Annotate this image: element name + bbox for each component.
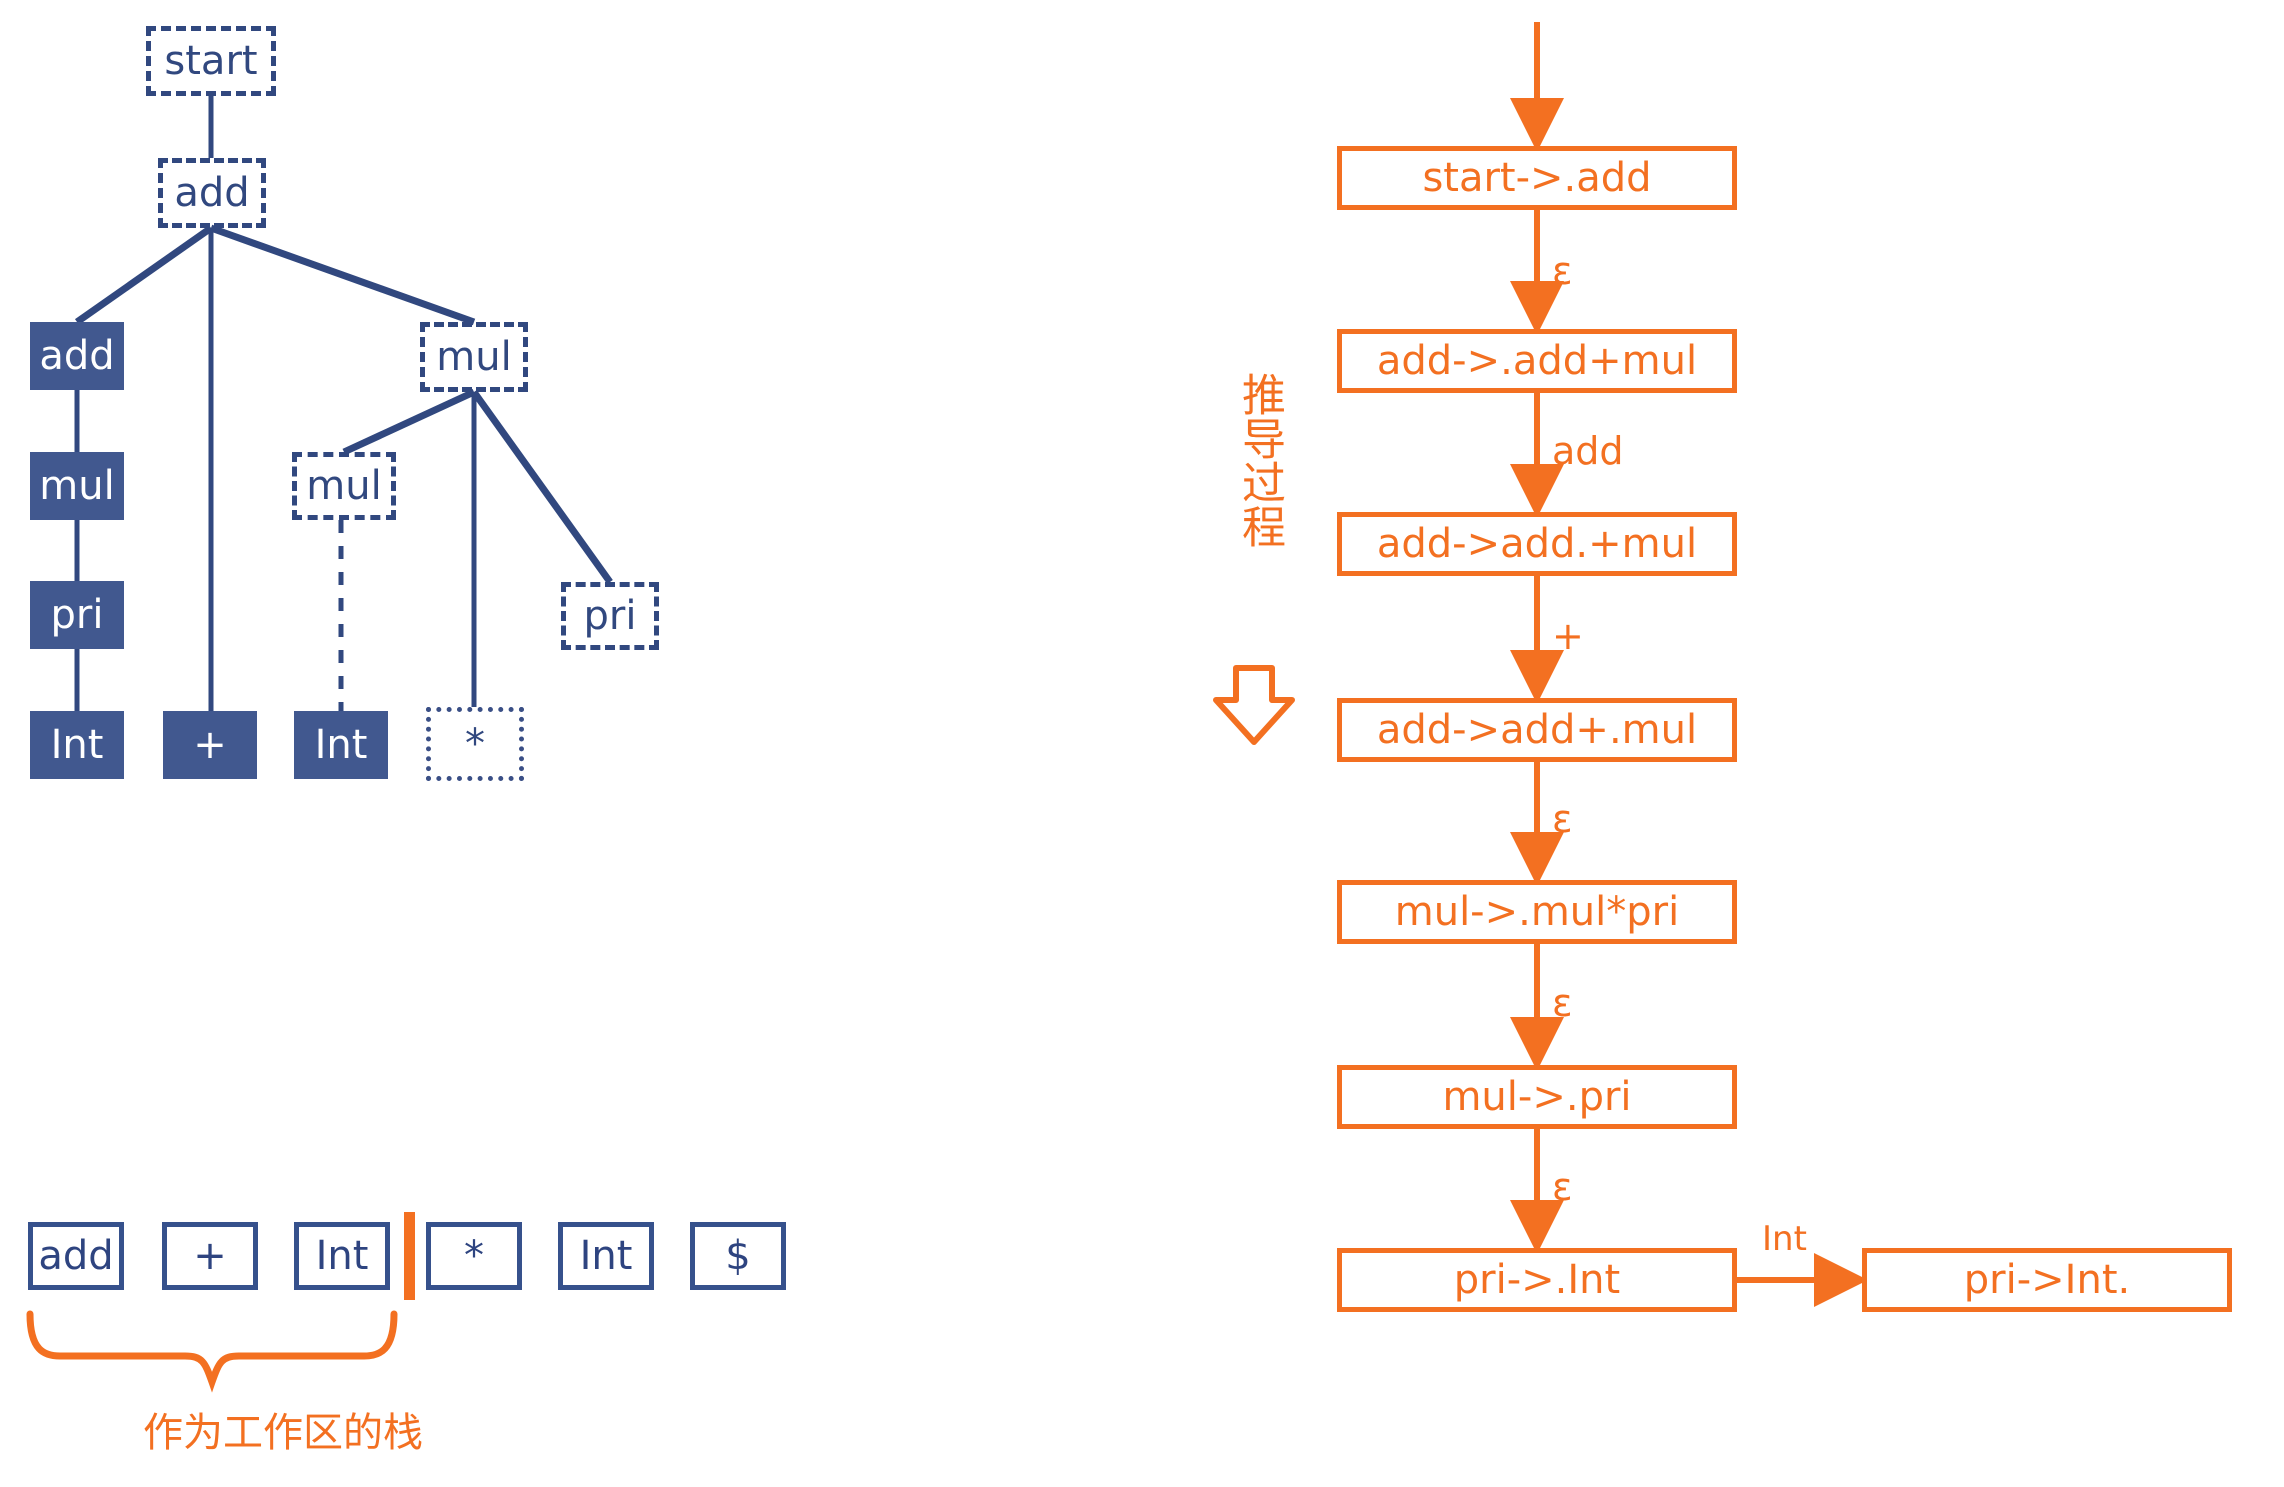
derivation-box-6[interactable]: mul->.pri (1337, 1065, 1737, 1129)
tree-node-pri-right[interactable]: pri (561, 582, 659, 650)
down-arrow-icon (1213, 665, 1295, 745)
tree-node-start[interactable]: start (146, 26, 276, 96)
stack-cell-2[interactable]: Int (294, 1222, 390, 1290)
flow-edge-label-3: + (1552, 614, 1584, 658)
edge-add-mulr (209, 224, 476, 326)
stack-cell-0[interactable]: add (28, 1222, 124, 1290)
tree-node-label: * (465, 721, 485, 767)
edge-mulr-mulrr (342, 388, 476, 456)
tree-node-label: Int (314, 722, 368, 768)
tree-node-pri-left[interactable]: pri (30, 581, 124, 649)
tree-node-label: start (164, 38, 258, 84)
tree-node-add-root[interactable]: add (158, 158, 266, 228)
flow-edge-label-4: ε (1552, 797, 1573, 841)
flow-edge-label-6: ε (1552, 1165, 1573, 1209)
stack-cell-4[interactable]: Int (558, 1222, 654, 1290)
stack-cell-label: Int (579, 1233, 633, 1279)
tree-node-label: mul (436, 334, 512, 380)
derivation-box-label: pri->.Int (1453, 1257, 1621, 1303)
derivation-box-7[interactable]: pri->.Int (1337, 1248, 1737, 1312)
flow-edge-label-2: add (1552, 429, 1624, 473)
derivation-box-label: start->.add (1422, 155, 1652, 201)
stack-cursor-divider (404, 1212, 415, 1300)
flow-edge-label-1: ε (1552, 249, 1573, 293)
tree-node-label: add (174, 170, 250, 216)
stack-caption: 作为工作区的栈 (143, 1410, 423, 1456)
derivation-box-4[interactable]: add->add+.mul (1337, 698, 1737, 762)
tree-node-add-left[interactable]: add (30, 322, 124, 390)
tree-node-label: + (193, 722, 227, 768)
edge-mulr-prir (471, 389, 613, 585)
stack-cell-label: $ (725, 1233, 751, 1279)
stack-cell-3[interactable]: * (426, 1222, 522, 1290)
tree-node-label: pri (583, 593, 637, 639)
stack-cell-5[interactable]: $ (690, 1222, 786, 1290)
derivation-box-label: mul->.mul*pri (1394, 889, 1680, 935)
flow-edge-label-7: Int (1762, 1219, 1807, 1259)
tree-node-int-left[interactable]: Int (30, 711, 124, 779)
derivation-box-label: mul->.pri (1442, 1074, 1632, 1120)
derivation-box-label: add->add+.mul (1376, 707, 1698, 753)
derivation-box-label: pri->Int. (1963, 1257, 2131, 1303)
stack-cell-label: * (464, 1233, 484, 1279)
derivation-box-label: add->.add+mul (1376, 338, 1698, 384)
tree-node-plus-leaf[interactable]: + (163, 711, 257, 779)
edge-add-addl (74, 225, 214, 325)
stack-brace-icon (26, 1310, 398, 1393)
stack-cell-label: Int (315, 1233, 369, 1279)
tree-node-mul-inner[interactable]: mul (292, 452, 396, 520)
tree-node-label: add (39, 333, 115, 379)
derivation-box-5[interactable]: mul->.mul*pri (1337, 880, 1737, 944)
tree-node-mul-left[interactable]: mul (30, 452, 124, 520)
flow-edge-label-5: ε (1552, 981, 1573, 1025)
derivation-box-3[interactable]: add->add.+mul (1337, 512, 1737, 576)
tree-node-label: pri (50, 592, 104, 638)
stack-cell-label: + (193, 1233, 227, 1279)
stack-cell-1[interactable]: + (162, 1222, 258, 1290)
tree-node-star-leaf[interactable]: * (426, 707, 524, 781)
derivation-box-1[interactable]: start->.add (1337, 146, 1737, 210)
derivation-box-8[interactable]: pri->Int. (1862, 1248, 2232, 1312)
derivation-box-2[interactable]: add->.add+mul (1337, 329, 1737, 393)
derivation-box-label: add->add.+mul (1376, 521, 1698, 567)
tree-node-label: Int (50, 722, 104, 768)
tree-node-label: mul (306, 463, 382, 509)
tree-node-mul-right[interactable]: mul (420, 322, 528, 392)
derivation-vertical-label: 推导过程 (1234, 372, 1285, 548)
stack-cell-label: add (38, 1233, 114, 1279)
tree-node-label: mul (39, 463, 115, 509)
tree-node-int-right[interactable]: Int (294, 711, 388, 779)
